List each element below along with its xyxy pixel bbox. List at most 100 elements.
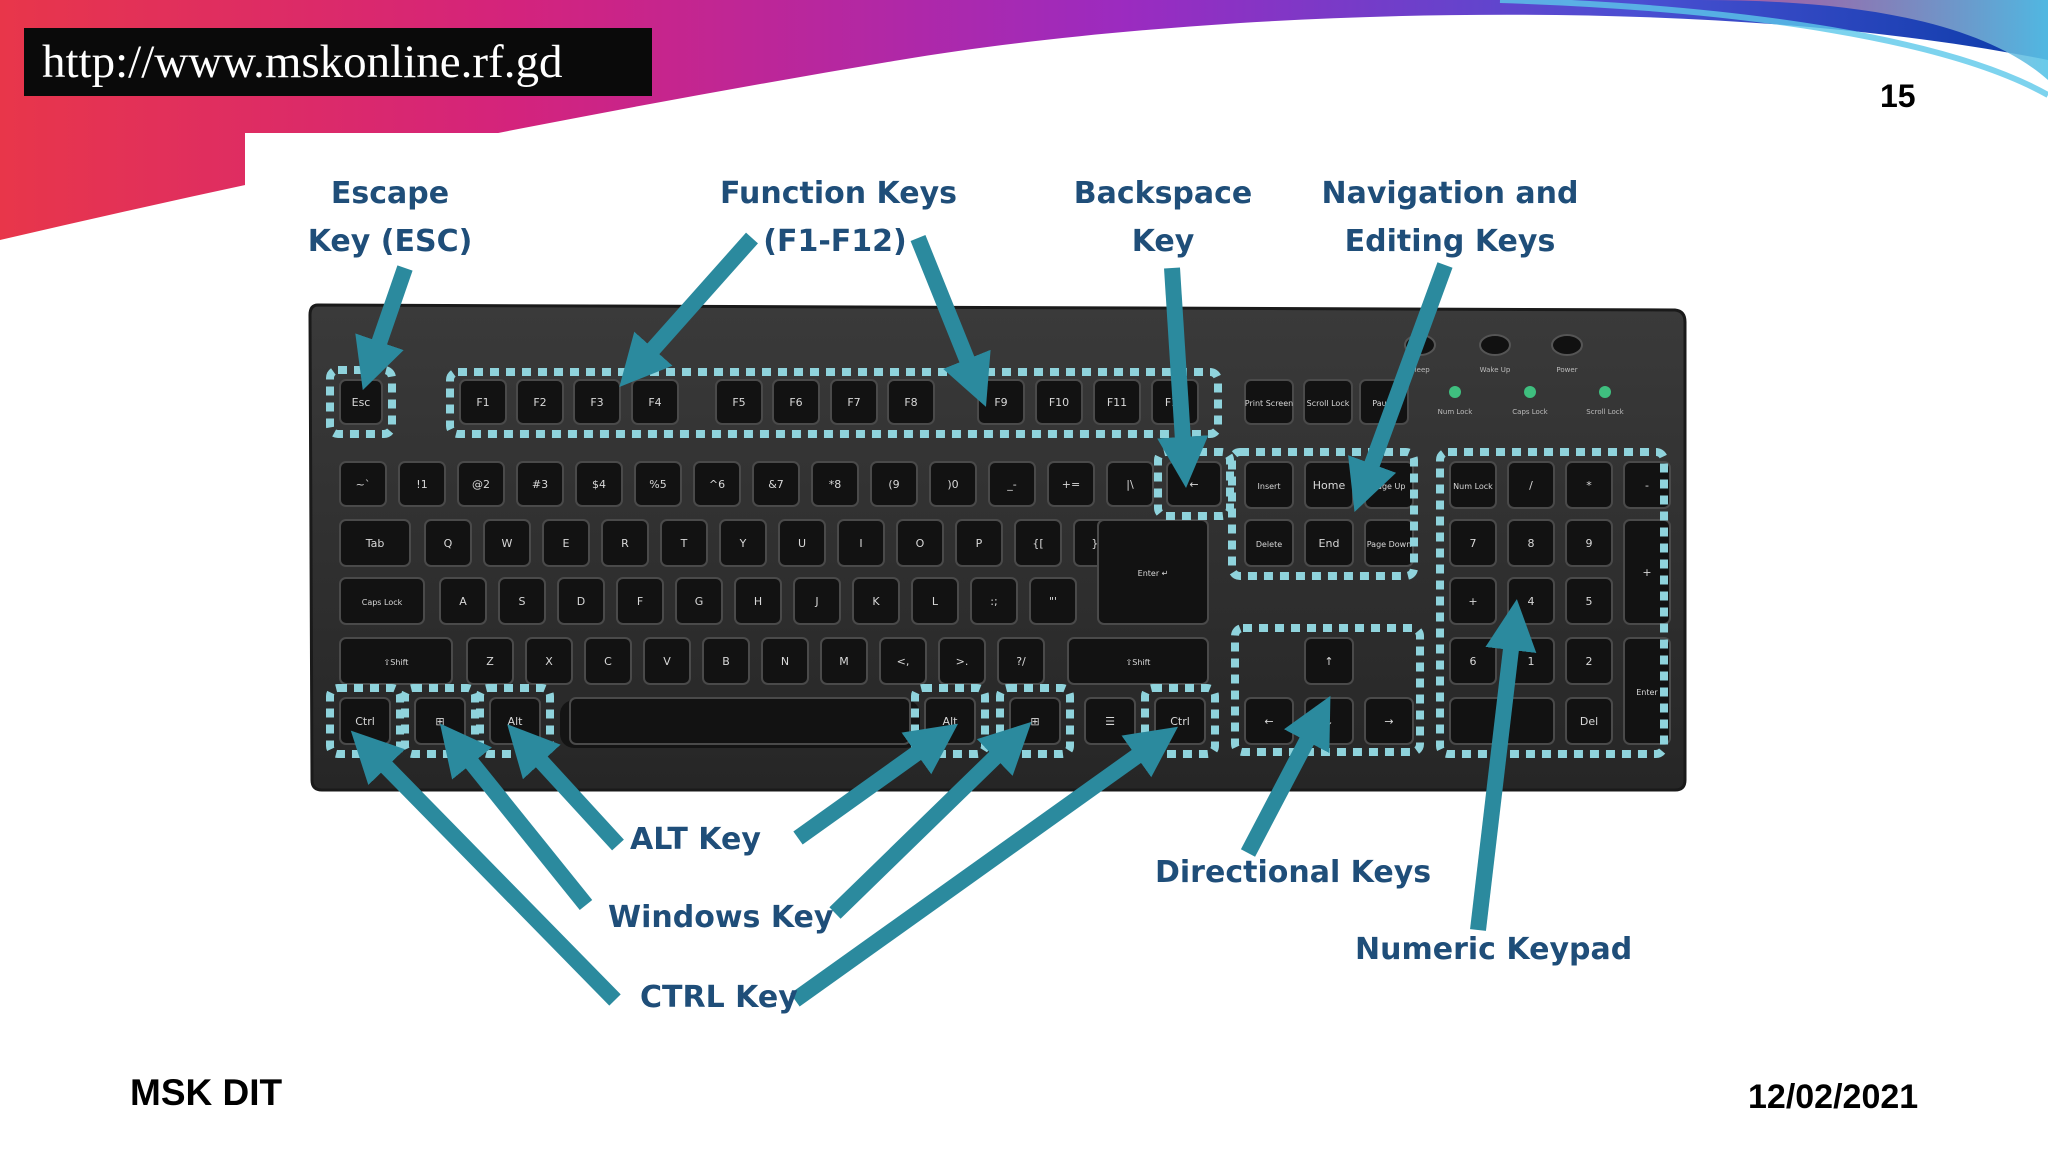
key-letter: A — [439, 577, 487, 625]
key-arrow-up: ↑ — [1304, 637, 1354, 685]
key-number-row: ^6 — [693, 461, 741, 507]
svg-text:A: A — [459, 595, 467, 608]
highlight-numpad — [1436, 448, 1668, 758]
svg-text:-: - — [1645, 479, 1649, 492]
key-system: Print Screen — [1244, 379, 1294, 425]
svg-text:7: 7 — [1470, 537, 1477, 550]
svg-text:↑: ↑ — [1324, 655, 1333, 668]
arrow-ctrl-left — [350, 730, 621, 1006]
key-letter: Z — [466, 637, 514, 685]
key-letter: M — [820, 637, 868, 685]
key-letter: ?/ — [997, 637, 1045, 685]
svg-text:N: N — [781, 655, 789, 668]
key-number-row: )0 — [929, 461, 977, 507]
key-f7: F7 — [830, 379, 878, 425]
svg-text:J: J — [814, 595, 818, 608]
svg-text:*: * — [1586, 479, 1592, 492]
key-number-row: *8 — [811, 461, 859, 507]
svg-text:U: U — [798, 537, 806, 550]
svg-text:>.: >. — [956, 655, 969, 668]
key-shift-left: ⇧Shift — [339, 637, 453, 685]
key-numpad: 7 — [1449, 519, 1497, 567]
svg-text:Scroll Lock: Scroll Lock — [1307, 399, 1350, 408]
svg-text:"': "' — [1049, 595, 1057, 608]
key-f5: F5 — [715, 379, 763, 425]
svg-text:P: P — [976, 537, 983, 550]
svg-text:Ctrl: Ctrl — [355, 715, 375, 728]
key-number-row: %5 — [634, 461, 682, 507]
key-letter: G — [675, 577, 723, 625]
svg-text:Page Down: Page Down — [1367, 540, 1412, 549]
svg-text:Page Up: Page Up — [1373, 482, 1406, 491]
svg-text:)0: )0 — [947, 478, 958, 491]
svg-text:F1: F1 — [476, 396, 489, 409]
arrow-function-right — [910, 235, 991, 407]
key-numpad: 8 — [1507, 519, 1555, 567]
key-letter: E — [542, 519, 590, 567]
key-letter: C — [584, 637, 632, 685]
svg-text:V: V — [663, 655, 671, 668]
svg-text:Print Screen: Print Screen — [1245, 399, 1293, 408]
svg-text:Num Lock: Num Lock — [1453, 482, 1493, 491]
arrow-alt-right — [793, 723, 959, 845]
key-numpad: Num Lock — [1449, 461, 1497, 509]
key-letter: I — [837, 519, 885, 567]
key-number-row: !1 — [398, 461, 446, 507]
key-number-row: @2 — [457, 461, 505, 507]
key-caps-lock: Caps Lock — [339, 577, 425, 625]
power-button-label: Sleep — [1410, 366, 1430, 374]
svg-text:Y: Y — [739, 537, 747, 550]
svg-text:!1: !1 — [416, 478, 427, 491]
svg-text:(9: (9 — [888, 478, 899, 491]
key-letter: S — [498, 577, 546, 625]
key-backspace: ← — [1166, 461, 1222, 507]
indicator-label: Caps Lock — [1512, 408, 1548, 416]
svg-text:R: R — [621, 537, 629, 550]
svg-text:K: K — [872, 595, 880, 608]
svg-text:+: + — [1468, 595, 1477, 608]
svg-text:Enter ↵: Enter ↵ — [1138, 569, 1169, 578]
key-number-row: &7 — [752, 461, 800, 507]
key-system: Scroll Lock — [1303, 379, 1353, 425]
key-number-row: $4 — [575, 461, 623, 507]
svg-text:Del: Del — [1580, 715, 1598, 728]
svg-text:⇧Shift: ⇧Shift — [384, 658, 409, 667]
svg-text:S: S — [519, 595, 526, 608]
svg-text:F11: F11 — [1107, 396, 1127, 409]
indicator-label: Num Lock — [1438, 408, 1474, 416]
svg-text:+=: += — [1062, 478, 1080, 491]
key-numpad: 5 — [1565, 577, 1613, 625]
svg-text:Q: Q — [444, 537, 453, 550]
indicator-light — [1449, 386, 1461, 398]
svg-text:*8: *8 — [829, 478, 842, 491]
key-numpad: / — [1507, 461, 1555, 509]
svg-text:⊞: ⊞ — [435, 715, 444, 728]
footer-date: 12/02/2021 — [1748, 1078, 1919, 1116]
arrow-escape — [355, 265, 413, 391]
key-navigation: End — [1304, 519, 1354, 567]
key-numpad: 2 — [1565, 637, 1613, 685]
label-windows-key: Windows Key — [608, 900, 834, 935]
key-number-row: (9 — [870, 461, 918, 507]
key-letter: V — [643, 637, 691, 685]
key-numpad-del: Del — [1565, 697, 1613, 745]
svg-text:Enter: Enter — [1636, 688, 1658, 697]
svg-text:O: O — [916, 537, 925, 550]
svg-text:2: 2 — [1586, 655, 1593, 668]
key-arrow-right: → — [1364, 697, 1414, 745]
svg-text:4: 4 — [1528, 595, 1535, 608]
key-tab: Tab — [339, 519, 411, 567]
power-button-label: Power — [1556, 366, 1577, 374]
key-letter: U — [778, 519, 826, 567]
key-numpad: 6 — [1449, 637, 1497, 685]
arrow-windows-left — [439, 723, 593, 911]
key-navigation: Home — [1304, 461, 1354, 509]
svg-text:%5: %5 — [649, 478, 666, 491]
label-ctrl-key: CTRL Key — [640, 980, 798, 1015]
svg-text:L: L — [932, 595, 939, 608]
svg-text:F: F — [637, 595, 643, 608]
svg-text:☰: ☰ — [1105, 715, 1115, 728]
key-enter: Enter ↵ — [1097, 519, 1209, 625]
